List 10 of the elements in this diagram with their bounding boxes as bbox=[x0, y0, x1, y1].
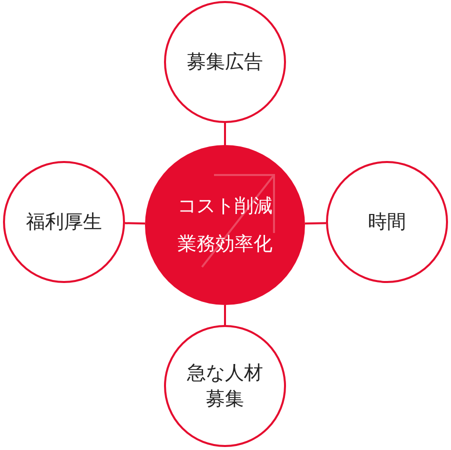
connector-line bbox=[224, 123, 226, 145]
connector-line bbox=[304, 222, 326, 225]
node-label: 福利厚生 bbox=[25, 210, 103, 235]
node-label: 時間 bbox=[367, 210, 407, 235]
node-label: 業務効率化 bbox=[178, 232, 272, 257]
node-label: 急な人材募集 bbox=[186, 360, 264, 412]
node-label: 募集広告 bbox=[186, 50, 264, 75]
node-label: コスト削減 bbox=[178, 194, 272, 219]
connector-line bbox=[224, 305, 226, 325]
connector-line bbox=[124, 222, 146, 224]
